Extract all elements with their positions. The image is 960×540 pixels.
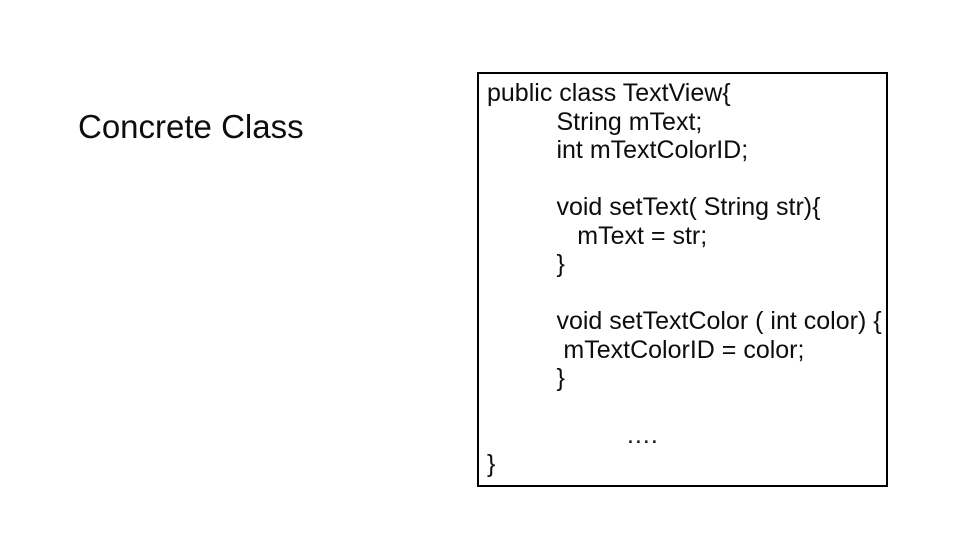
code-line: void setText( String str){: [487, 193, 821, 221]
code-line: String mText;: [487, 107, 703, 136]
code-line: int mTextColorID;: [487, 136, 749, 164]
code-line: }: [487, 250, 565, 278]
code-line: public class TextView{: [487, 79, 731, 107]
code-line: void setTextColor ( int color) {: [487, 307, 882, 335]
slide-title: Concrete Class: [78, 108, 304, 145]
code-line: ….: [487, 421, 658, 449]
code-line: mTextColorID = color;: [487, 335, 805, 364]
code-line: mText = str;: [487, 221, 708, 250]
code-line: }: [487, 449, 496, 478]
code-box: public class TextView{ String mText; int…: [477, 72, 888, 487]
code-line: [487, 279, 878, 308]
code-line: [487, 393, 878, 422]
code-line: [487, 165, 878, 194]
code-line: }: [487, 364, 565, 392]
